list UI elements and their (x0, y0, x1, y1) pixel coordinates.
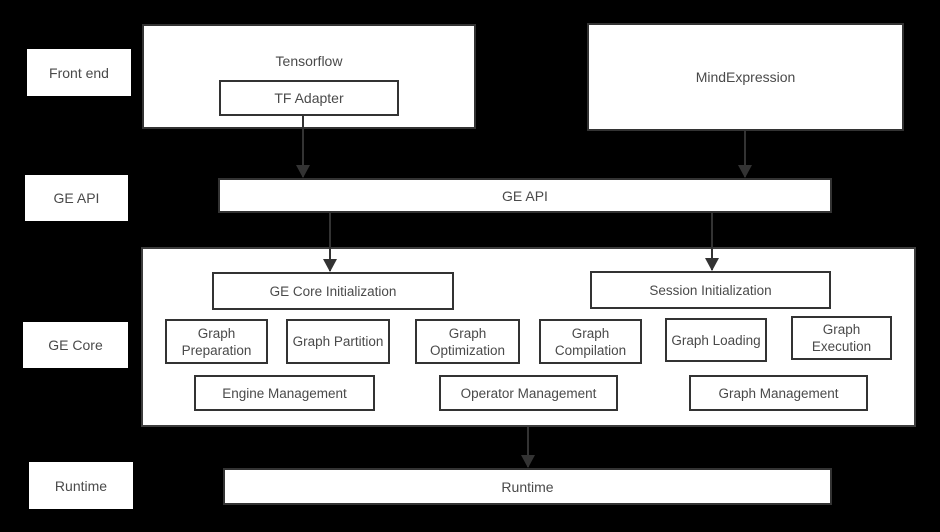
row-label-front-end: Front end (27, 49, 131, 96)
graph-partition-box: Graph Partition (286, 319, 390, 364)
ge-api-bar-label: GE API (502, 187, 548, 204)
ge-api-bar: GE API (218, 178, 832, 213)
runtime-bar-label: Runtime (501, 478, 554, 495)
graph-compilation-label: Graph Compilation (554, 325, 627, 358)
graph-loading-label: Graph Loading (671, 332, 761, 348)
ge-core-initialization-label: GE Core Initialization (269, 283, 397, 299)
tensorflow-label: Tensorflow (275, 53, 343, 69)
operator-management-box: Operator Management (439, 375, 618, 411)
runtime-bar: Runtime (223, 468, 832, 505)
graph-partition-label: Graph Partition (292, 334, 384, 349)
row-label-ge-core: GE Core (23, 322, 128, 368)
ge-core-box: GE Core Initialization Session Initializ… (141, 247, 916, 427)
row-label-runtime: Runtime (29, 462, 133, 509)
graph-management-box: Graph Management (689, 375, 868, 411)
graph-execution-label: Graph Execution (811, 322, 872, 354)
graph-optimization-box: Graph Optimization (415, 319, 520, 364)
arrow-tf-adapter-to-ge-api (296, 115, 310, 178)
graph-preparation-box: Graph Preparation (165, 319, 268, 364)
engine-management-label: Engine Management (222, 385, 347, 401)
arrow-ge-api-to-ge-core-initialization (323, 213, 337, 272)
row-label-ge-api-text: GE API (53, 190, 100, 206)
arrow-ge-api-to-session-initialization (705, 213, 719, 271)
row-label-ge-core-text: GE Core (48, 337, 103, 353)
ge-core-initialization-box: GE Core Initialization (212, 272, 454, 310)
session-initialization-label: Session Initialization (649, 282, 772, 298)
graph-loading-box: Graph Loading (665, 318, 767, 362)
engine-management-box: Engine Management (194, 375, 375, 411)
row-label-ge-api: GE API (25, 175, 128, 221)
mindexpression-label: MindExpression (695, 69, 796, 85)
graph-management-label: Graph Management (718, 385, 839, 401)
graph-optimization-label: Graph Optimization (429, 325, 506, 358)
row-label-runtime-text: Runtime (54, 477, 108, 494)
graph-compilation-box: Graph Compilation (539, 319, 642, 364)
arrow-mindexpression-to-ge-api (738, 131, 752, 178)
session-initialization-box: Session Initialization (590, 271, 831, 309)
graph-preparation-label: Graph Preparation (181, 325, 252, 358)
tf-adapter-label: TF Adapter (274, 90, 344, 106)
tf-adapter-box: TF Adapter (219, 80, 399, 116)
operator-management-label: Operator Management (460, 385, 597, 401)
row-label-front-end-text: Front end (49, 64, 109, 81)
graph-execution-box: Graph Execution (791, 316, 892, 360)
tensorflow-box: Tensorflow TF Adapter (142, 24, 476, 129)
arrow-ge-core-to-runtime (521, 427, 535, 468)
mindexpression-box: MindExpression (587, 23, 904, 131)
